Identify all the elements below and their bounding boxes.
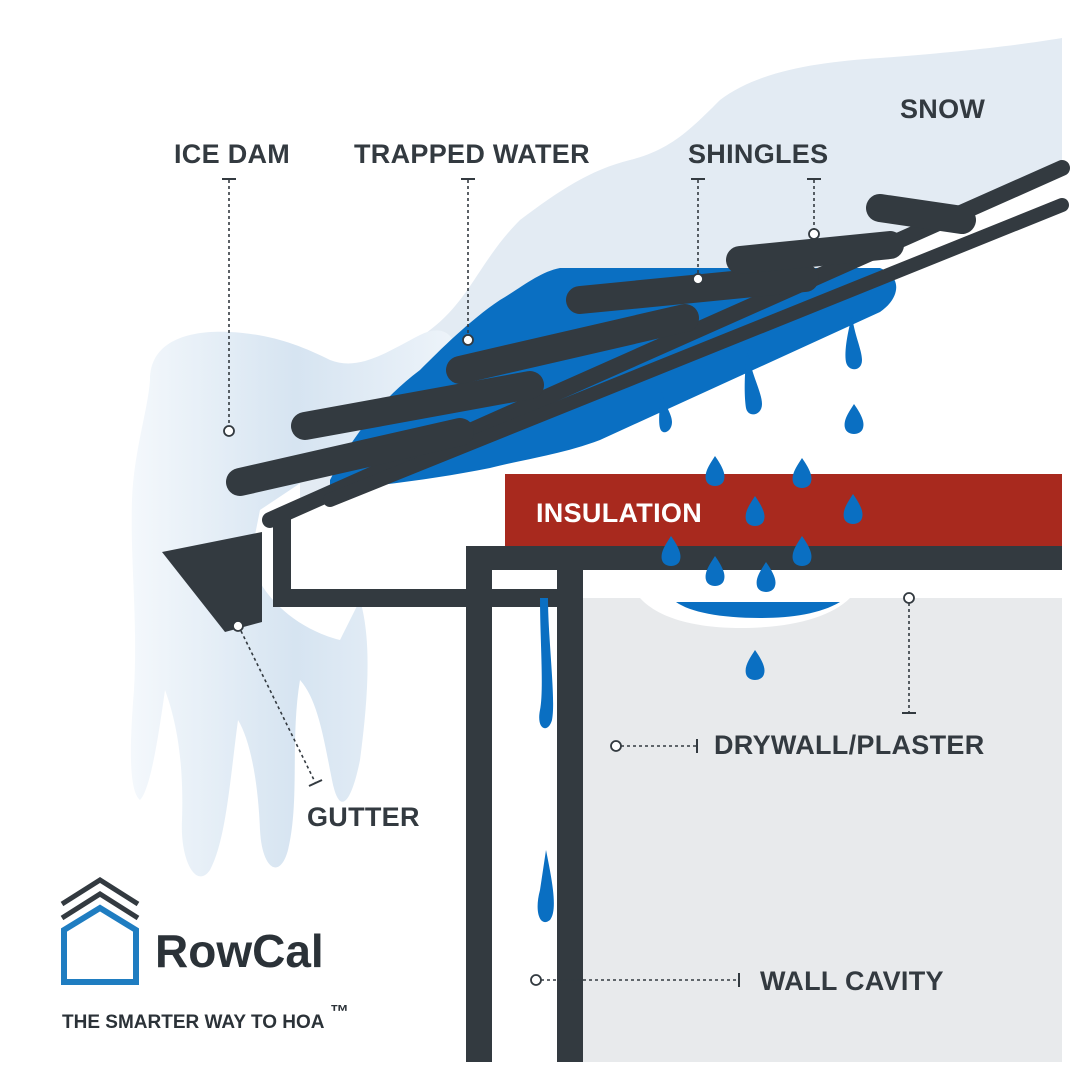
trapped-water-label: TRAPPED WATER xyxy=(354,139,590,169)
wall-cavity-label: WALL CAVITY xyxy=(760,966,944,996)
trademark-mark: ™ xyxy=(330,1002,349,1023)
rowcal-logo: RowCal THE SMARTER WAY TO HOA ™ xyxy=(60,877,349,1033)
roof-deck-lower xyxy=(323,198,1069,507)
shingles xyxy=(226,194,976,496)
roof-drips xyxy=(659,315,862,433)
ceiling-water-stain xyxy=(676,602,840,618)
brand-tagline: THE SMARTER WAY TO HOA xyxy=(62,1012,325,1033)
shingle xyxy=(446,304,699,384)
wall-post-outer xyxy=(466,546,492,1062)
shingle xyxy=(726,231,904,274)
insulation-label: INSULATION xyxy=(536,498,702,528)
wall-post-inner xyxy=(557,570,583,1062)
gutter xyxy=(162,532,262,632)
drywall-panel xyxy=(583,598,1062,1062)
shingle xyxy=(226,418,474,496)
snow-label: SNOW xyxy=(900,94,985,124)
shingle xyxy=(566,264,819,314)
shingle xyxy=(291,371,544,440)
leader-lines xyxy=(222,178,916,987)
gutter-label: GUTTER xyxy=(307,802,420,832)
ice-dam-label: ICE DAM xyxy=(174,139,290,169)
shingles-label: SHINGLES xyxy=(688,139,828,169)
falling-drops xyxy=(661,404,864,680)
house-icon xyxy=(60,877,140,985)
wall-cavity-water xyxy=(537,598,554,923)
brand-name: RowCal xyxy=(155,925,324,977)
insulation-band xyxy=(505,474,1062,546)
shingle xyxy=(866,194,976,234)
drywall-label: DRYWALL/PLASTER xyxy=(714,730,985,760)
ice-dam xyxy=(130,330,461,877)
